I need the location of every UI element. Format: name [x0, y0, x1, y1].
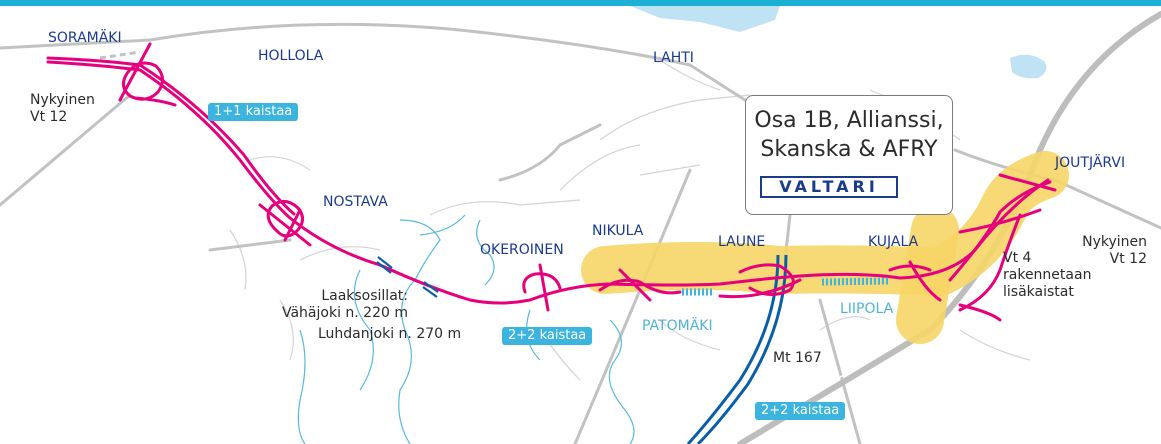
- project-highlight: [581, 151, 1069, 296]
- new-road: [46, 42, 1057, 322]
- label-laaksosillat: Laaksosillat: Vähäjoki n. 220 m: [281, 288, 408, 321]
- tunnel-dashes: [682, 277, 889, 296]
- label-nostava: NOSTAVA: [323, 194, 388, 210]
- label-patomaki: PATOMÄKI: [642, 318, 713, 334]
- label-soramaki: SORAMÄKI: [48, 30, 122, 46]
- logo-text: VALTARI: [779, 177, 879, 196]
- label-hollola: HOLLOLA: [258, 48, 324, 64]
- top-band: [0, 0, 1161, 6]
- label-nikula: NIKULA: [592, 223, 644, 239]
- label-liipola: LIIPOLA: [840, 301, 894, 317]
- bridge-marks: [376, 256, 439, 298]
- label-kujala: KUJALA: [868, 234, 919, 250]
- badge-lane-2plus2-west: 2+2 kaistaa: [502, 327, 593, 345]
- water: [630, 6, 1047, 79]
- label-laune: LAUNE: [718, 234, 766, 250]
- label-luhdanjoki: Luhdanjoki n. 270 m: [318, 326, 462, 342]
- label-lahti: LAHTI: [653, 50, 694, 66]
- callout-title: Osa 1B, Allianssi, Skanska & AFRY: [754, 108, 944, 162]
- label-mt167: Mt 167: [773, 350, 822, 366]
- label-nykyinen-vt12-west: Nykyinen Vt 12: [30, 92, 95, 125]
- label-nykyinen-vt12-east: Nykyinen Vt 12: [1082, 234, 1147, 267]
- label-joutjarvi: JOUTJÄRVI: [1055, 155, 1126, 171]
- project-callout: Osa 1B, Allianssi, Skanska & AFRY VALTAR…: [745, 95, 953, 215]
- label-vt4-lisakaistat: Vt 4 rakennetaan lisäkaistat: [1003, 250, 1092, 300]
- label-okeroinen: OKEROINEN: [480, 242, 564, 258]
- badge-lane-2plus2-south: 2+2 kaistaa: [755, 402, 846, 420]
- valtari-logo: VALTARI: [760, 176, 898, 198]
- badge-lane-1plus1: 1+1 kaistaa: [208, 103, 299, 121]
